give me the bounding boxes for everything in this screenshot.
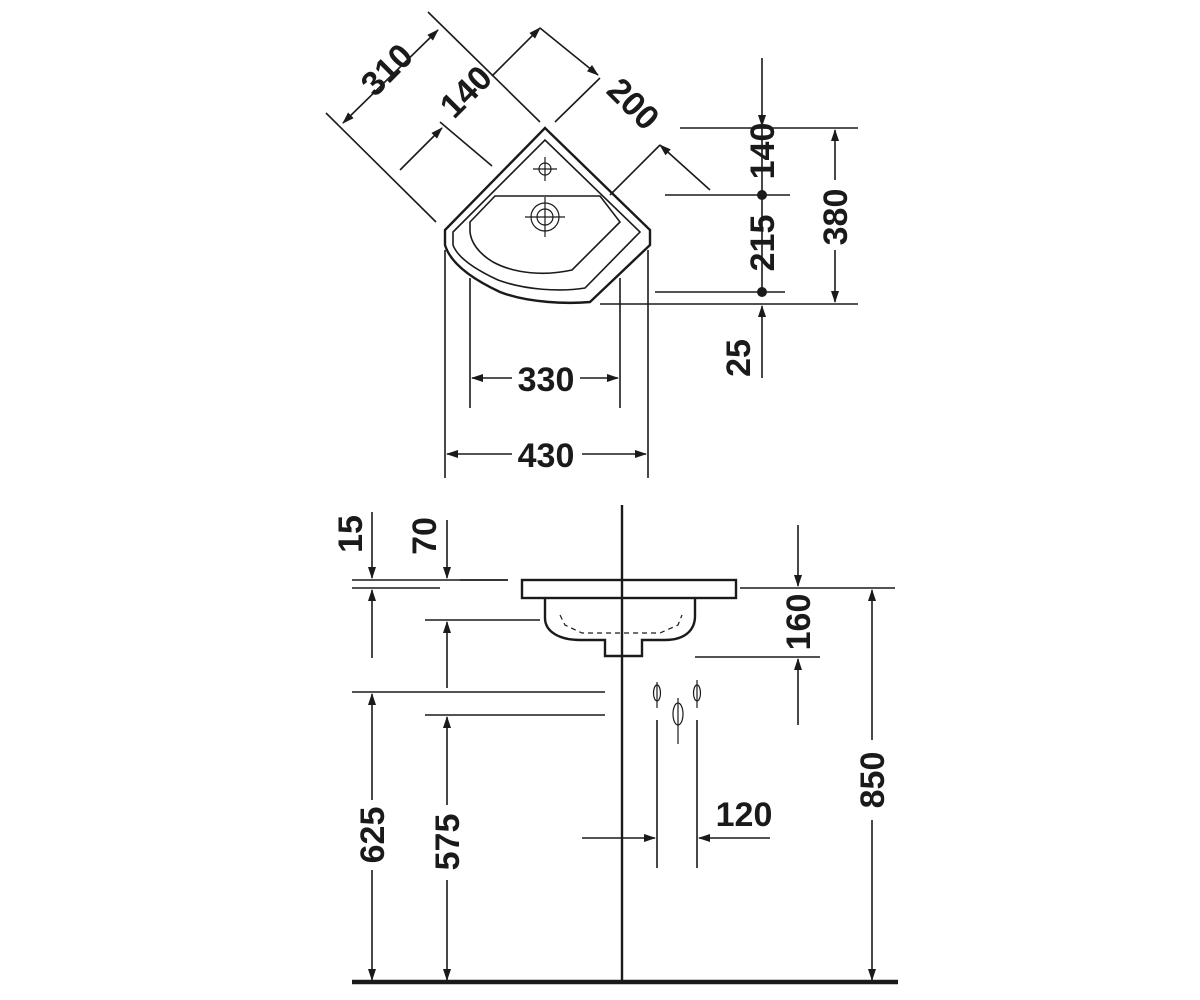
wall-line-right [609, 144, 661, 196]
basin-outer-outline [443, 126, 652, 305]
dim-380-label: 380 [817, 189, 855, 246]
dim-850-label: 850 [854, 752, 892, 809]
dim-25-label: 25 [720, 339, 758, 377]
dim-330-label: 330 [518, 361, 575, 399]
dim-140-diagonal-label: 140 [433, 59, 500, 126]
elevation-view: 15 70 625 575 160 850 120 [332, 505, 898, 985]
dim-310-label: 310 [354, 37, 421, 104]
basin-bowl-inner [559, 614, 683, 634]
basin-inner-rim [452, 138, 642, 291]
basin-bowl [543, 598, 697, 658]
dim-575-label: 575 [429, 814, 467, 871]
dim-70-label: 70 [406, 517, 444, 555]
basin-rim [520, 578, 738, 600]
tap-hole-icon [533, 157, 557, 181]
bowl-outline [469, 195, 622, 275]
dim-215-label: 215 [744, 215, 782, 272]
drain-icon [525, 197, 565, 237]
wall-line-left [325, 112, 437, 223]
plan-view: 310 140 200 140 215 25 380 330 [325, 11, 858, 478]
dim-120-label: 120 [716, 796, 773, 834]
dim-625-label: 625 [354, 807, 392, 864]
dim-200-label: 200 [599, 71, 666, 138]
dim-160-label: 160 [780, 594, 818, 651]
dim-15-label: 15 [332, 515, 370, 553]
dim-430-label: 430 [518, 437, 575, 475]
dim-140-right-label: 140 [744, 123, 782, 180]
pipe-symbol-icon [652, 680, 702, 744]
